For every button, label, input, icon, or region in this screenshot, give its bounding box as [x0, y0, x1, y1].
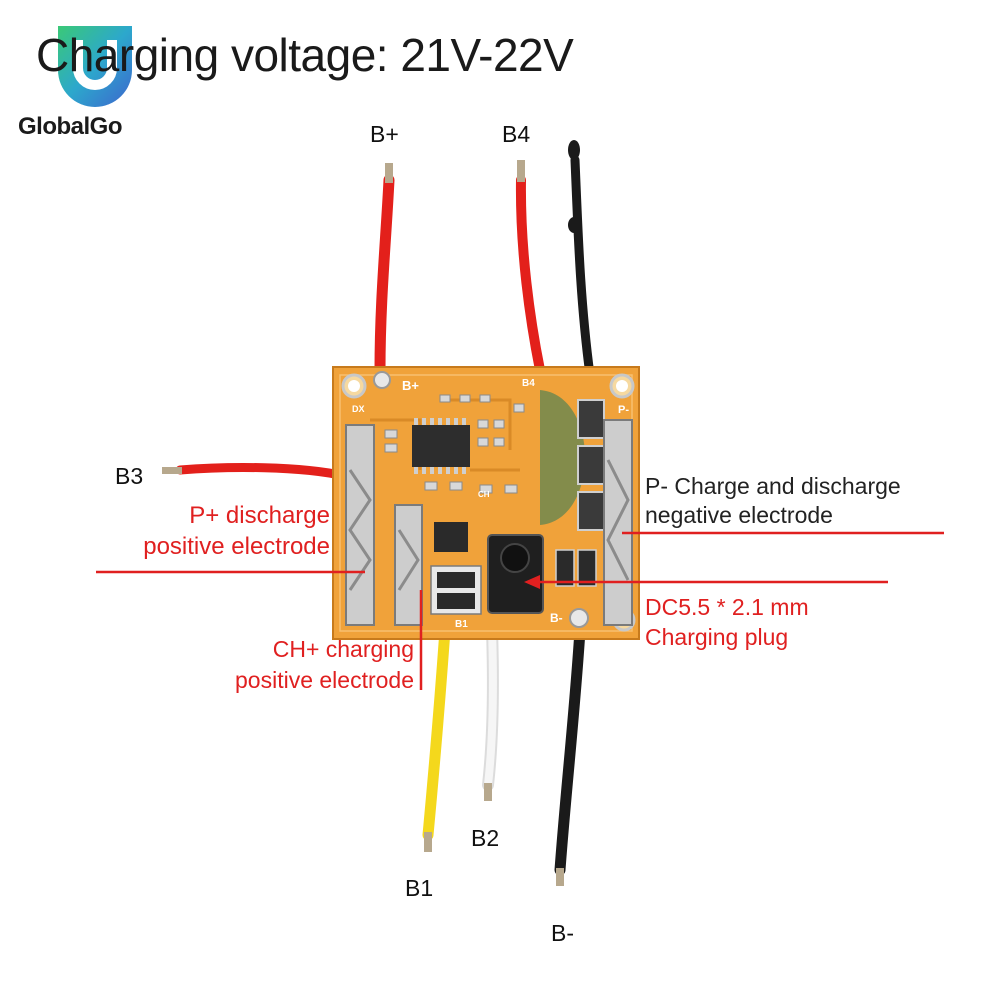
wire-b3	[162, 463, 350, 481]
pcb-board: B+ B4 P- B1 B- DX CH	[332, 366, 640, 640]
annotation-ch-line2: positive electrode	[235, 667, 414, 693]
label-b2: B2	[471, 825, 500, 851]
wire-b4	[515, 160, 545, 375]
pcb-label-b1: B1	[455, 619, 468, 630]
wire-b-plus	[374, 163, 395, 376]
brand-name: GlobalGo	[18, 113, 123, 140]
pcb-label-b-minus: B-	[550, 611, 563, 625]
wire-thermistor-black	[568, 140, 595, 380]
annotation-ch-plus: CH+ charging positive electrode	[180, 634, 414, 696]
wire-b-minus	[554, 624, 586, 886]
annotation-p-plus-line1: P+ discharge	[189, 502, 330, 529]
annotation-dc-line2: Charging plug	[645, 624, 789, 650]
label-b-minus: B-	[551, 920, 574, 946]
label-b4: B4	[502, 121, 531, 147]
wire-b2	[482, 624, 499, 801]
annotation-dc-line1: DC5.5 * 2.1 mm	[645, 594, 809, 620]
annotation-p-minus: P- Charge and discharge negative electro…	[645, 472, 901, 530]
label-b3: B3	[115, 463, 144, 489]
annotation-p-plus: P+ discharge positive electrode	[80, 500, 330, 562]
annotation-lines	[96, 531, 944, 690]
globalgo-logo-icon	[58, 26, 132, 107]
pcb-label-b-plus: B+	[402, 378, 419, 393]
annotation-p-plus-line2: positive electrode	[143, 533, 330, 560]
label-b-plus: B+	[370, 121, 399, 147]
annotation-dc-plug: DC5.5 * 2.1 mm Charging plug	[645, 592, 809, 652]
pcb-label-dx: DX	[352, 404, 365, 414]
annotation-p-minus-line2: negative electrode	[645, 502, 833, 528]
annotation-p-minus-line1: P- Charge and discharge	[645, 473, 901, 499]
pcb-label-ch: CH	[478, 490, 490, 499]
pcb-label-p-minus: P-	[618, 404, 629, 416]
label-b1: B1	[405, 875, 434, 901]
annotation-ch-line1: CH+ charging	[272, 636, 414, 662]
pcb-label-b4: B4	[522, 378, 535, 389]
page-title: Charging voltage: 21V-22V	[36, 29, 574, 81]
wire-b1	[422, 624, 451, 852]
